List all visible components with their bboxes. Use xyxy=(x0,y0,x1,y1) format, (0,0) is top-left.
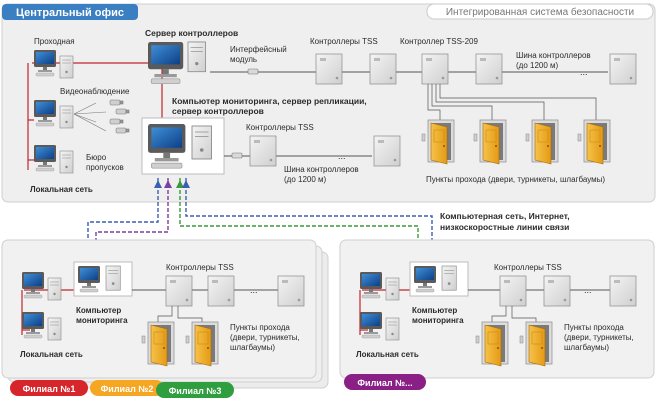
branch-left-monitor-label-1: Компьютер xyxy=(76,306,121,315)
controllers-tss-label: Контроллеры TSS xyxy=(310,37,378,46)
central-access-points-label: Пункты прохода (двери, турникеты, шлагба… xyxy=(426,175,605,184)
branch-left-access-label-1: Пункты прохода xyxy=(230,323,290,332)
branch-right-door-wiring xyxy=(491,306,537,322)
controller-box-icon xyxy=(373,135,401,167)
branch-left-access-label-2: (двери, турникеты, xyxy=(230,333,300,342)
bus-top-label-1: Шина контроллеров xyxy=(516,51,591,60)
controller-box-icon xyxy=(609,275,637,307)
interface-module-icon xyxy=(231,152,243,159)
interface-module-label-1: Интерфейсный xyxy=(230,45,287,54)
branch-left-access-label-3: шлагбаумы) xyxy=(230,343,275,352)
controller-server-label: Сервер контроллеров xyxy=(145,28,238,38)
controller-box-icon xyxy=(165,275,193,307)
controller-box-icon xyxy=(369,53,397,85)
controller-box-icon xyxy=(277,275,305,307)
controller-box-icon xyxy=(421,53,449,85)
branch-left-ellipsis: ... xyxy=(250,285,258,295)
bus-top-label-2: (до 1200 м) xyxy=(516,61,559,70)
bus-bottom-label-2: (до 1200 м) xyxy=(284,175,327,184)
branch-1-label: Филиал №1 xyxy=(23,384,76,394)
branch-right-monitor-label-1: Компьютер xyxy=(412,306,457,315)
branch-left-lan-label: Локальная сеть xyxy=(20,350,83,359)
branch-right-lan-label: Локальная сеть xyxy=(356,350,419,359)
branch-3-label: Филиал №3 xyxy=(169,386,222,396)
network-label-2: низкоскоростные линии связи xyxy=(440,222,569,232)
controller-tss209-label: Контроллер TSS-209 xyxy=(400,37,478,46)
camera-icon xyxy=(115,108,130,115)
branch-left-monitor-label-2: мониторинга xyxy=(76,316,128,325)
controller-box-icon xyxy=(249,135,277,167)
camera-icons xyxy=(73,99,130,134)
system-title: Интегрированная система безопасности xyxy=(446,6,634,18)
network-label-1: Компьютерная сеть, Интернет, xyxy=(440,211,570,221)
camera-icon xyxy=(109,118,124,125)
monitor-pc-label-1: Компьютер мониторинга, сервер репликации… xyxy=(172,96,367,106)
branch-right-monitor-label-2: мониторинга xyxy=(412,316,464,325)
camera-icon xyxy=(109,99,124,106)
system-title-badge xyxy=(426,3,654,20)
branch-left-controllers-label: Контроллеры TSS xyxy=(166,263,234,272)
central-lan-label: Локальная сеть xyxy=(30,185,93,194)
controller-box-icon xyxy=(475,53,503,85)
branch-3-tab[interactable] xyxy=(156,382,234,398)
branch-n-tab[interactable] xyxy=(344,374,426,390)
monitor-pc-label-2: сервер контроллеров xyxy=(172,106,264,116)
controller-box-icon xyxy=(207,275,235,307)
controller-box-icon xyxy=(543,275,571,307)
branch-2-tab[interactable] xyxy=(90,380,164,396)
interface-module-icon xyxy=(247,68,259,75)
controller-box-icon xyxy=(609,53,637,85)
controllers-tss-2-label: Контроллеры TSS xyxy=(246,123,314,132)
branch-n-label: Филиал №... xyxy=(357,378,412,388)
branch-tabs: Филиал №1 Филиал №2 Филиал №3 xyxy=(10,380,234,398)
camera-icon xyxy=(115,127,130,134)
branch-1-tab[interactable] xyxy=(10,380,88,396)
checkpoint-label: Проходная xyxy=(34,37,75,46)
branch-2-label: Филиал №2 xyxy=(101,384,154,394)
pass-bureau-label-1: Бюро xyxy=(86,153,107,162)
controller-box-icon xyxy=(499,275,527,307)
branch-right-access-label-3: шлагбаумы) xyxy=(564,343,609,352)
bus-bottom-label-1: Шина контроллеров xyxy=(284,165,359,174)
branch-right-ellipsis: ... xyxy=(584,285,592,295)
branch-right-controllers-label: Контроллеры TSS xyxy=(494,263,562,272)
branch-left-door-wiring xyxy=(157,306,203,322)
interface-module-label-2: модуль xyxy=(230,55,257,64)
bus-ellipsis: ... xyxy=(580,67,588,77)
branch-right-access-label-1: Пункты прохода xyxy=(564,323,624,332)
controller-box-icon xyxy=(315,53,343,85)
central-office-title: Центральный офис xyxy=(16,7,124,19)
pass-bureau-label-2: пропусков xyxy=(86,163,124,172)
door-wiring xyxy=(427,84,597,120)
video-label: Видеонаблюдение xyxy=(60,87,130,96)
central-office-tab xyxy=(2,4,138,20)
bus-ellipsis-2: ... xyxy=(338,151,346,161)
branch-right-access-label-2: (двери, турникеты, xyxy=(564,333,634,342)
